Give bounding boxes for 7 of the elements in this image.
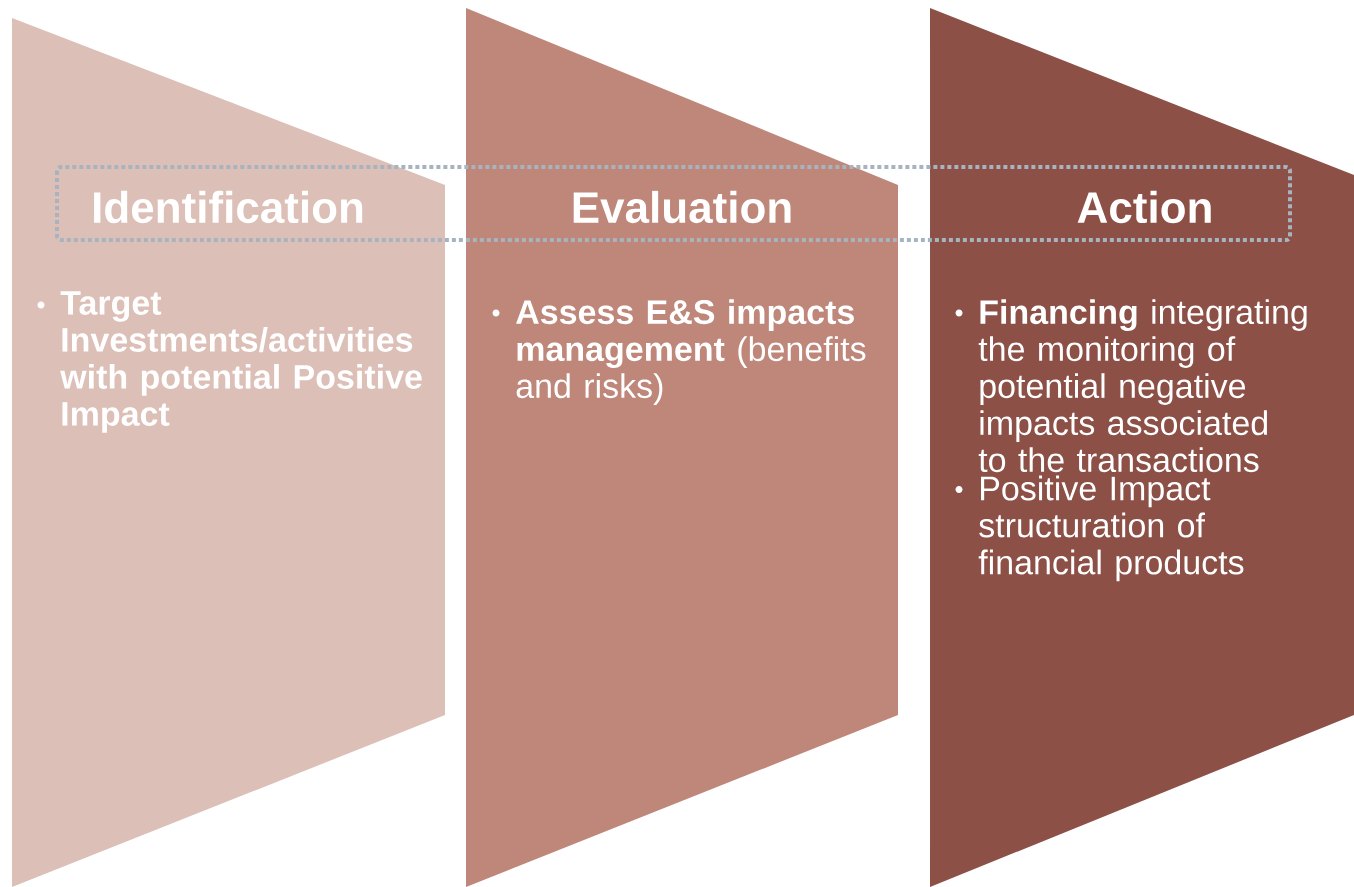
bullet-item: Target Investments/activities with potential Positive Impact [60, 291, 422, 433]
heading: Evaluation [573, 190, 791, 224]
bullet-item: Financing integrating the monitoring of potential negative impacts associated to the transactions [978, 299, 1307, 473]
heading: Action [1077, 190, 1211, 224]
bullet-item: Positive Impact structuration of financial products [978, 475, 1244, 582]
heading: Identification [94, 190, 363, 224]
bullet-item: Assess E&S impacts management (benefits and risks) [516, 299, 866, 405]
